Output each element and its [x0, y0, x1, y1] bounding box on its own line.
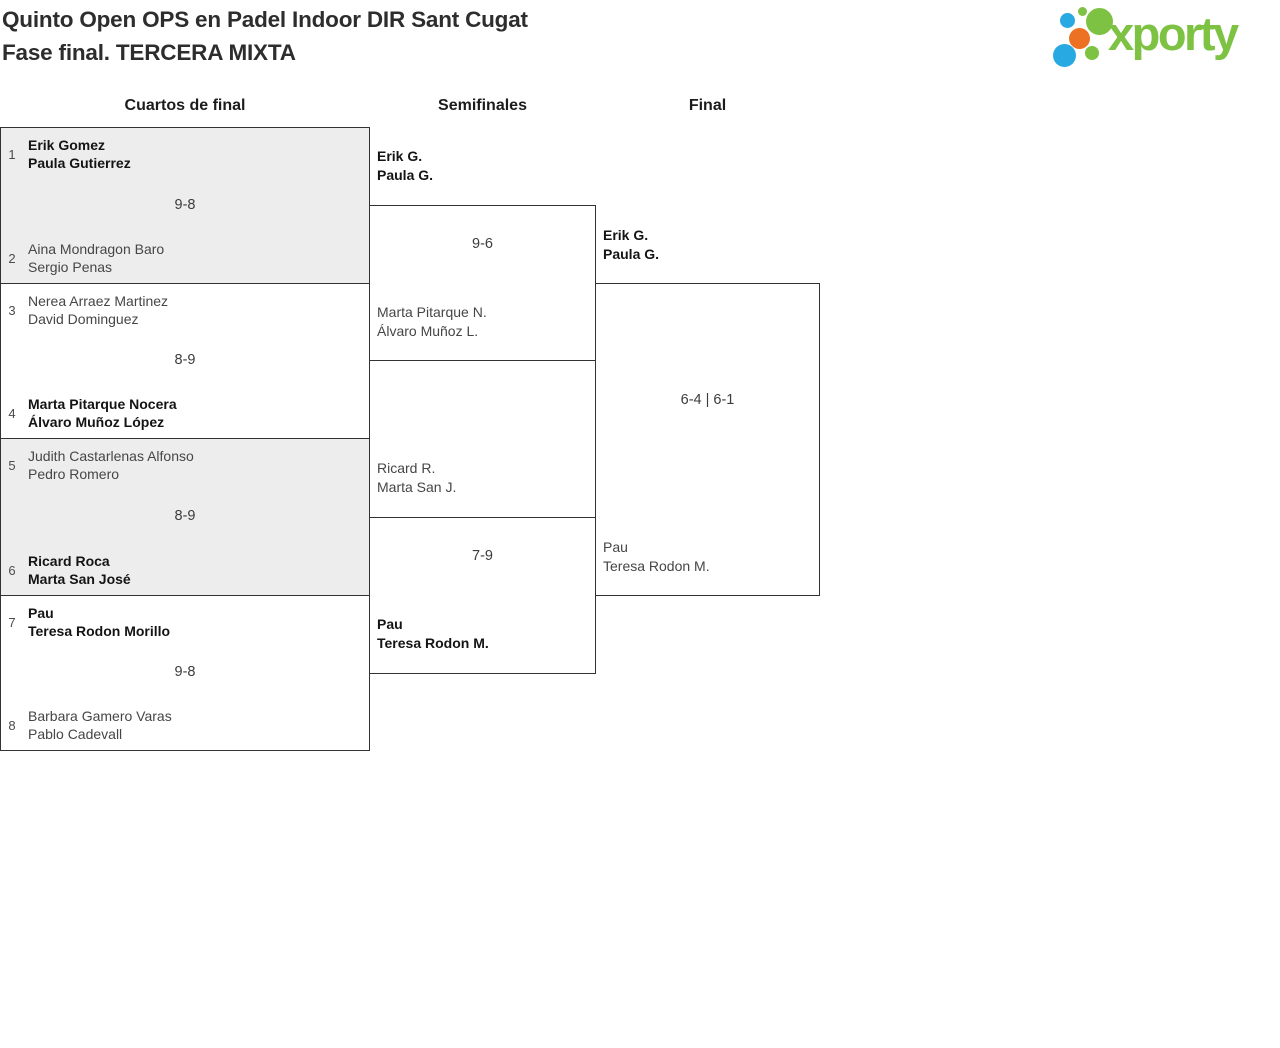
logo-dot-green-tiny-icon [1078, 7, 1087, 16]
seed-number: 8 [8, 717, 16, 733]
seed-number: 6 [8, 562, 16, 578]
match-score: 8-9 [174, 508, 196, 524]
team-name: Erik G. Paula G. [377, 148, 434, 183]
team-name: Barbara Gamero Varas Pablo Cadevall [28, 708, 172, 742]
logo-wordmark: xporty [1108, 7, 1239, 60]
round-header-cuartos: Cuartos de final [124, 97, 246, 114]
page-title-line2: Fase final. TERCERA MIXTA [2, 40, 296, 65]
match-score: 7-9 [472, 548, 493, 564]
team-name: Ricard Roca Marta San José [28, 553, 131, 587]
logo-dot-orange-icon [1069, 28, 1090, 49]
team-name: Ricard R. Marta San J. [377, 460, 457, 495]
match-score: 9-6 [472, 236, 493, 252]
round-header-final: Final [688, 97, 727, 114]
team-name: Aina Mondragon Baro Sergio Penas [28, 241, 165, 275]
logo-dot-blue-small-icon [1060, 13, 1075, 28]
match-score: 9-8 [174, 664, 196, 680]
xporty-logo[interactable]: xporty [1050, 0, 1280, 78]
team-name: Pau Teresa Rodon M. [377, 616, 489, 651]
team-name: Erik G. Paula G. [603, 227, 660, 262]
seed-number: 2 [8, 250, 16, 266]
logo-dot-green-large-icon [1086, 8, 1113, 35]
match-score: 9-8 [174, 196, 196, 213]
match-final[interactable] [595, 283, 820, 596]
page-title: Quinto Open OPS en Padel Indoor DIR Sant… [2, 3, 528, 69]
match-score: 6-4 | 6-1 [680, 392, 735, 408]
team-name: Marta Pitarque Nocera Álvaro Muñoz López [28, 396, 177, 430]
team-name: Nerea Arraez Martinez David Dominguez [28, 293, 169, 327]
match-quarterfinal-3[interactable]: 5 Judith Castarlenas Alfonso Pedro Romer… [0, 438, 370, 596]
logo-dot-green-small-icon [1085, 46, 1099, 60]
logo-dot-blue-large-icon [1053, 44, 1076, 67]
team-name: Marta Pitarque N. Álvaro Muñoz L. [377, 304, 487, 339]
seed-number: 7 [8, 614, 16, 630]
match-quarterfinal-4[interactable]: 7 Pau Teresa Rodon Morillo 9-8 8 Barbara… [0, 595, 370, 751]
seed-number: 5 [8, 457, 16, 473]
match-score: 8-9 [174, 352, 196, 368]
team-name: Pau Teresa Rodon M. [603, 539, 710, 574]
team-name: Judith Castarlenas Alfonso Pedro Romero [28, 448, 194, 482]
match-quarterfinal-1[interactable]: 1 Erik Gomez Paula Gutierrez 9-8 2 Aina … [0, 127, 370, 284]
seed-number: 1 [8, 146, 16, 162]
round-header-semifinales: Semifinales [438, 97, 527, 114]
seed-number: 3 [8, 302, 16, 318]
team-name: Erik Gomez Paula Gutierrez [28, 137, 131, 171]
match-quarterfinal-2[interactable]: 3 Nerea Arraez Martinez David Dominguez … [0, 283, 370, 439]
team-name: Pau Teresa Rodon Morillo [28, 605, 171, 639]
page-title-line1: Quinto Open OPS en Padel Indoor DIR Sant… [2, 7, 528, 32]
seed-number: 4 [8, 405, 16, 421]
